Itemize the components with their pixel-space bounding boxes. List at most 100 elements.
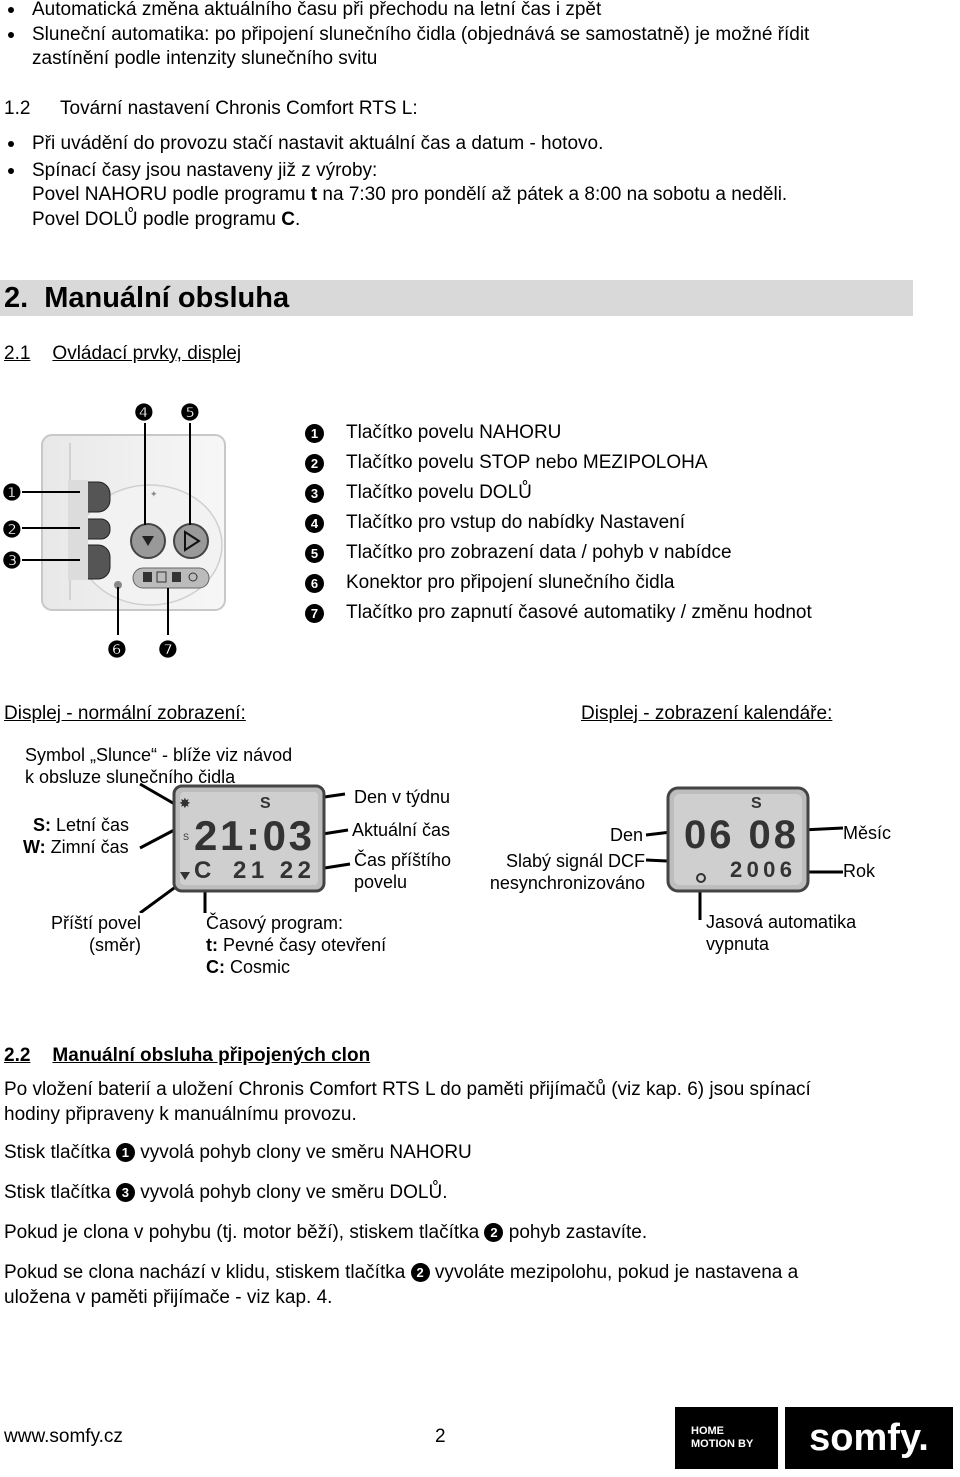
- current-time-label: Aktuální čas: [352, 820, 451, 840]
- button-number-badge: 3: [115, 1183, 135, 1203]
- section-heading-band: [0, 280, 913, 316]
- program-c-label: C: Cosmic: [206, 956, 290, 978]
- lcd-normal: ✸ S S 21:03 C 21 22: [139, 782, 351, 913]
- text: vyvoláte mezipolohu, pokud je nastavena …: [429, 1262, 799, 1283]
- bullet-dot: [8, 168, 14, 174]
- somfy-logo: somfy.: [785, 1407, 953, 1469]
- auto-off-label: Jasová automatika: [706, 912, 857, 932]
- legend-text: Tlačítko pro vstup do nabídky Nastavení: [346, 512, 686, 533]
- lcd-next-time: 21 22: [233, 857, 311, 884]
- paragraph-5: Pokud se clona nachází v klidu, stiskem …: [4, 1260, 798, 1285]
- bullet-text-continued: zastínění podle intenzity slunečního svi…: [32, 48, 378, 69]
- lcd-main-time: 21:03: [194, 812, 312, 859]
- paragraph-1-line2: hodiny připraveny k manuálnímu provozu.: [4, 1104, 357, 1125]
- date-nav-button[interactable]: [173, 523, 209, 559]
- display-normal-heading: Displej - normální zobrazení:: [4, 703, 246, 724]
- sun-symbol-label: Symbol „Slunce“ - blíže viz návod: [25, 745, 293, 765]
- svg-text:✦: ✦: [150, 489, 158, 499]
- sensor-connector: [114, 581, 122, 589]
- day-of-week-label: Den v týdnu: [354, 787, 451, 807]
- paragraph-4: Pokud je clona v pohybu (tj. motor běží)…: [4, 1220, 647, 1245]
- lcd-s-indicator: S: [751, 795, 762, 812]
- button-number-badge: 2: [410, 1263, 430, 1283]
- factory-bullet-1: Při uvádění do provozu stačí nastavit ak…: [32, 133, 604, 154]
- legend-text: Tlačítko pro zapnutí časové automatiky /…: [346, 602, 812, 623]
- legend-number: 7: [305, 603, 324, 623]
- section-2-2-title: Manuální obsluha připojených clon: [52, 1045, 371, 1066]
- next-command-label-line2: (směr): [89, 935, 141, 955]
- section-2-number: 2.: [4, 282, 29, 314]
- footer-url[interactable]: www.somfy.cz: [4, 1426, 123, 1447]
- section-2-heading: 2.Manuální obsluha: [4, 280, 289, 316]
- lcd-season-letter: S: [183, 832, 189, 842]
- paragraph-5-line2: uložena v paměti přijímače - viz kap. 4.: [4, 1287, 333, 1308]
- text: pohyb zastavíte.: [503, 1222, 648, 1243]
- legend-text: Tlačítko povelu STOP nebo MEZIPOLOHA: [346, 452, 708, 473]
- year-label: Rok: [843, 861, 876, 881]
- button-number-badge: 1: [115, 1143, 135, 1163]
- marker-1: ❶: [2, 480, 22, 505]
- lcd-sun-symbol: ✸: [179, 795, 191, 811]
- lcd-date: 06 08: [684, 813, 796, 857]
- display-calendar-heading: Displej - zobrazení kalendáře:: [581, 703, 833, 724]
- section-2-2-heading: 2.2 Manuální obsluha připojených clon: [4, 1043, 370, 1068]
- legend-item: 7 Tlačítko pro zapnutí časové automatiky …: [305, 598, 812, 628]
- t-key: t:: [206, 935, 218, 955]
- section-2-1-title: Ovládací prvky, displej: [52, 343, 242, 364]
- legend-number: 2: [305, 453, 324, 473]
- text: Stisk tlačítka: [4, 1182, 116, 1203]
- section-2-1-heading: 2.1 Ovládací prvky, displej: [4, 341, 241, 366]
- text: Pokud je clona v pohybu (tj. motor běží)…: [4, 1222, 485, 1243]
- legend-text: Konektor pro připojení slunečního čidla: [346, 572, 675, 593]
- w-key: W:: [23, 837, 46, 857]
- sun-symbol-label-line2: k obsluze slunečního čidla: [25, 767, 236, 787]
- bullet-dot: [8, 141, 14, 147]
- paragraph-2: Stisk tlačítka 1 vyvolá pohyb clony ve s…: [4, 1140, 472, 1165]
- page-number: 2: [435, 1426, 446, 1447]
- text: .: [294, 209, 301, 230]
- text: Pokud se clona nachází v klidu, stiskem …: [4, 1262, 411, 1283]
- marker-4: ❹: [134, 400, 154, 425]
- text: Letní čas: [51, 815, 130, 835]
- marker-7: ❼: [158, 637, 178, 660]
- paragraph-1: Po vložení baterií a uložení Chronis Com…: [4, 1079, 811, 1100]
- next-time-label: Čas příštího: [354, 850, 452, 870]
- program-t-label: t: [310, 184, 318, 205]
- section-2-1-number: 2.1: [4, 343, 31, 364]
- marker-icons: ❹ ❺ ❶ ❷ ❸ ❻ ❼: [2, 400, 200, 660]
- bullet-dot: [8, 32, 14, 38]
- text: na 7:30 pro pondělí až pátek a 8:00 na s…: [317, 184, 788, 205]
- legend-number: 1: [305, 423, 324, 443]
- logo-text-motion: MOTION BY: [691, 1438, 754, 1450]
- marker-5: ❺: [180, 400, 200, 425]
- marker-6: ❻: [107, 637, 127, 660]
- section-1-2-number: 1.2: [4, 98, 31, 119]
- text: Pevné časy otevření: [218, 935, 387, 955]
- bullet-dot: [8, 7, 14, 13]
- paragraph-3: Stisk tlačítka 3 vyvolá pohyb clony ve s…: [4, 1180, 448, 1205]
- button-number-badge: 2: [484, 1223, 504, 1243]
- lcd-program-letter: C: [194, 857, 211, 884]
- text: Zimní čas: [45, 837, 129, 857]
- summer-time-label: S: Letní čas: [33, 814, 129, 836]
- section-2-2-number: 2.2: [4, 1045, 31, 1066]
- down-arrow-icon: [180, 872, 190, 880]
- lcd-calendar: S 06 08 2006: [645, 786, 844, 920]
- bullet-text: Automatická změna aktuálního času při př…: [32, 0, 602, 20]
- text: Povel NAHORU podle programu: [32, 184, 311, 205]
- logo-text-home: HOME: [691, 1425, 724, 1437]
- weak-dcf-label: Slabý signál DCF: [505, 851, 645, 871]
- legend-item: 2 Tlačítko povelu STOP nebo MEZIPOLOHA: [305, 448, 708, 478]
- text: vyvolá pohyb clony ve směru DOLŮ.: [134, 1182, 448, 1203]
- marker-3: ❸: [2, 548, 22, 573]
- legend-number: 3: [305, 483, 324, 503]
- next-command-label: Příští povel: [50, 913, 141, 933]
- program-c-label: C: [281, 209, 295, 230]
- bullet-text: Sluneční automatika: po připojení sluneč…: [32, 24, 810, 45]
- s-key: S:: [33, 815, 51, 835]
- winter-time-label: W: Zimní čas: [23, 836, 129, 858]
- program-label: Časový program:: [206, 913, 344, 933]
